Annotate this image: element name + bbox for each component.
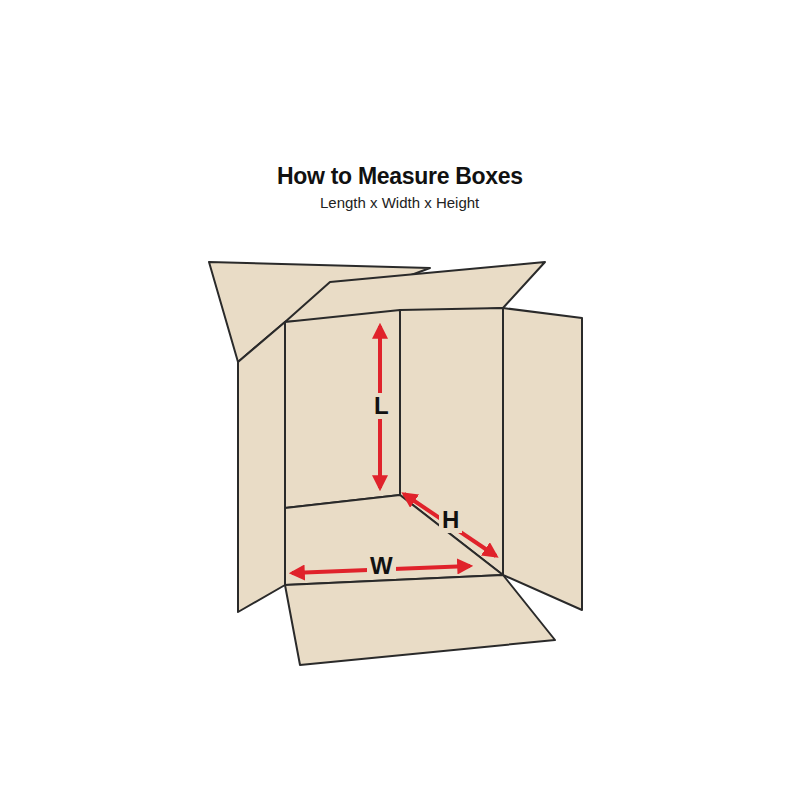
dimension-arrows bbox=[292, 326, 496, 573]
left-wall bbox=[238, 322, 285, 612]
front-flap bbox=[285, 575, 555, 665]
diagram-title: How to Measure Boxes bbox=[277, 163, 523, 190]
box-outline bbox=[209, 262, 582, 665]
right-flap bbox=[503, 308, 582, 610]
dimension-label: W bbox=[367, 553, 396, 579]
height-arrow bbox=[404, 494, 496, 556]
inner-left-wall bbox=[285, 310, 400, 508]
dimension-label: H bbox=[439, 507, 462, 533]
diagram-subtitle: Length x Width x Height bbox=[320, 194, 479, 211]
box-floor bbox=[285, 495, 503, 585]
dimension-label: L bbox=[371, 393, 392, 419]
